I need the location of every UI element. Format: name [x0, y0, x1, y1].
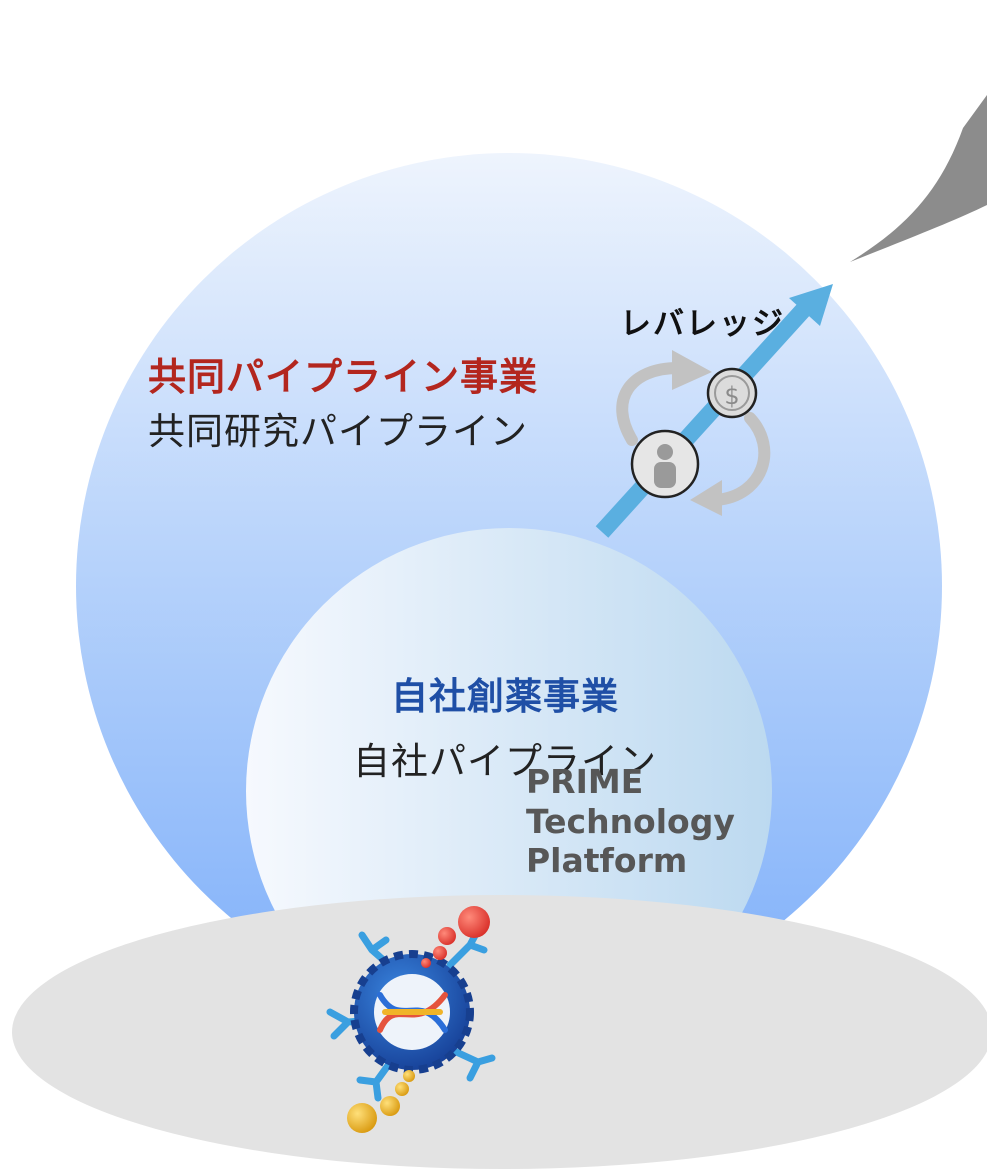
platform-ellipse: [12, 895, 987, 1169]
cycle-arrowhead-bottom: [690, 480, 722, 516]
svg-text:$: $: [724, 382, 739, 410]
joint-business-title: 共同パイプライン事業: [148, 355, 539, 399]
cycle-arrows-icon: [616, 362, 771, 506]
cycle-arrowhead-top: [672, 350, 712, 390]
platform-label-line2: Technology: [526, 801, 735, 841]
leverage-label: レバレッジ: [620, 306, 785, 342]
platform-label-line1: PRIME: [526, 762, 644, 801]
dollar-icon: $: [706, 367, 758, 419]
platform-label-line3: Platform: [526, 841, 688, 881]
platform-label: PRIME Technology Platform: [526, 762, 735, 881]
joint-business-subtitle: 共同研究パイプライン: [148, 410, 528, 453]
inhouse-business-title: 自社創薬事業: [391, 675, 619, 718]
prime-platform-logo: [326, 906, 496, 1133]
external-growth-arrow: [850, 95, 987, 262]
inhouse-business-subtitle: 自社パイプライン: [353, 740, 657, 783]
growth-arrow-icon: [595, 284, 833, 538]
person-icon: [630, 429, 700, 499]
